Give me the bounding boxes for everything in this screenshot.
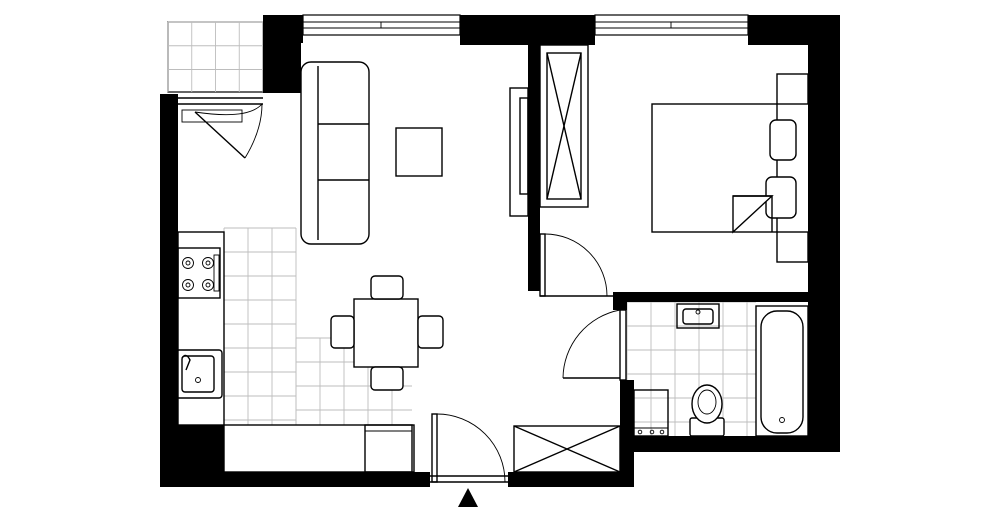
- dining-table: [353, 298, 419, 368]
- kitchen-bottom-counter: [223, 424, 415, 473]
- washing-machine: [633, 389, 669, 437]
- cooktop: [177, 247, 221, 299]
- coffee-table: [395, 127, 443, 177]
- wardrobe: [539, 44, 589, 208]
- washbasin: [676, 303, 720, 329]
- entrance-arrow: [458, 488, 478, 507]
- balcony-tiles: [167, 21, 264, 93]
- exterior-walls: [160, 15, 840, 487]
- bathtub: [755, 305, 809, 437]
- shower: [513, 425, 621, 473]
- bathroom-floor-tiles: [626, 301, 756, 436]
- interior-walls: [528, 45, 808, 450]
- toilet: [689, 384, 725, 437]
- sofa: [300, 61, 370, 245]
- window-living: [302, 14, 461, 36]
- balcony-door: [178, 97, 263, 159]
- tv-unit: [509, 87, 529, 217]
- kitchen-counter: [177, 231, 225, 426]
- bathroom-door: [562, 309, 627, 381]
- chair: [330, 275, 444, 391]
- window-bedroom: [594, 14, 749, 36]
- kitchen-sink: [175, 349, 223, 399]
- nightstand: [776, 73, 809, 263]
- double-bed: [651, 103, 797, 234]
- entry-door: [430, 413, 508, 483]
- bedroom-door: [539, 233, 613, 297]
